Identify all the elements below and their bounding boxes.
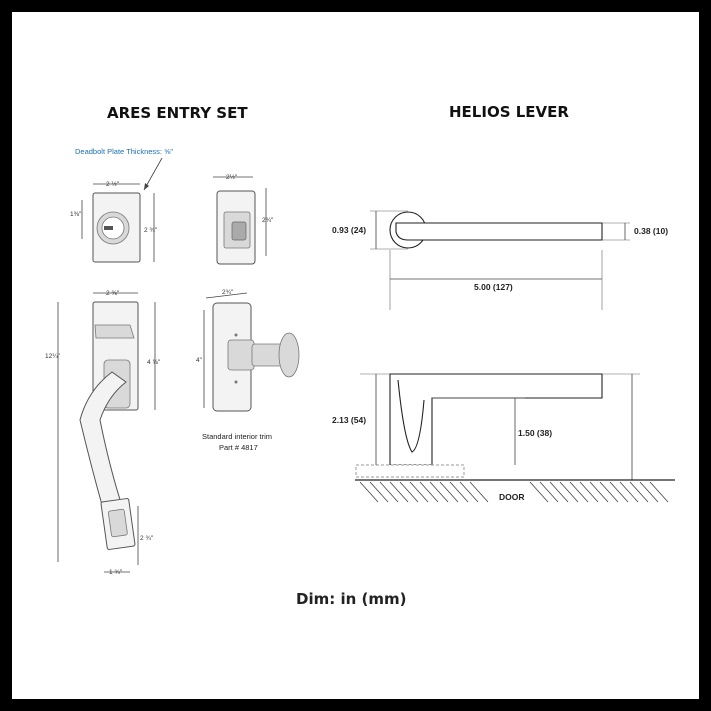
handle-bottom-width-label: 1 ¾": [109, 569, 123, 576]
thickness-extension-lines: [602, 222, 630, 241]
exterior-deadbolt: Deadbolt Plate Thickness: ⅝" 2 ½" 2 ¾" 1…: [70, 147, 173, 263]
upper-plate-height-label: 4 ⅝": [147, 359, 161, 366]
helios-side-view: 2.13 (54) 1.50 (38) DOOR: [332, 373, 675, 503]
plate-note-arrowhead: [144, 183, 149, 190]
keyway-icon: [104, 226, 113, 230]
trim-screw-top: [234, 333, 238, 337]
lower-plate-height-label: 2 ¾": [140, 535, 154, 542]
deadbolt-width-label: 2 ½": [106, 180, 120, 188]
dimension-units-footer: Dim: in (mm): [296, 590, 407, 608]
door-hatch-pattern: [359, 481, 669, 503]
clearance-label: 1.50 (38): [518, 428, 552, 438]
lever-inner-curve: [397, 379, 425, 453]
length-extension-lines: [389, 250, 603, 310]
knob-icon: [278, 332, 300, 378]
thumbturn-icon: [231, 221, 247, 241]
trim-rose: [227, 339, 255, 371]
handle-overall-height-label: 12¼": [45, 353, 61, 360]
handle-top-width-label: 2 ⅜": [106, 290, 120, 297]
lever-length-label: 5.00 (127): [474, 282, 513, 292]
trim-screw-bottom: [234, 380, 238, 384]
interior-deadbolt-height-label: 2¾": [262, 217, 274, 224]
deadbolt-height-label: 2 ¾": [144, 227, 158, 234]
rose-height-label: 0.93 (24): [332, 225, 366, 235]
projection-label: 2.13 (54): [332, 415, 366, 425]
interior-trim-caption: Standard interior trim: [202, 432, 272, 441]
helios-lever-title: HELIOS LEVER: [449, 103, 569, 121]
door-label: DOOR: [499, 492, 525, 502]
interior-trim-height-label: 4": [196, 357, 203, 364]
deadbolt-plate-thickness-note: Deadbolt Plate Thickness: ⅝": [75, 147, 173, 156]
lever-thickness-label: 0.38 (10): [634, 226, 668, 236]
lever-arm-top: [395, 222, 603, 241]
interior-deadbolt: 2½" 2¾": [213, 173, 274, 265]
interior-trim: 2¾" 4" Standard interior trim Part # 481…: [196, 289, 300, 452]
handle-set: 2 ⅜" 12¼" 4 ⅝" 2 ¾" 1 ¾": [45, 290, 161, 576]
helios-top-view: 0.93 (24) 0.38 (10) 5.00 (127): [332, 210, 668, 310]
interior-trim-part-number: Part # 4817: [219, 443, 258, 452]
handle-lower-mount: [107, 508, 128, 538]
interior-trim-width-label: 2¾": [222, 289, 234, 296]
interior-trim-width-dim: [205, 292, 248, 299]
interior-deadbolt-width-label: 2½": [226, 173, 238, 181]
rose-base-dashed: [355, 464, 465, 478]
cylinder-height-label: 1⅜": [70, 211, 82, 218]
ares-entry-set-title: ARES ENTRY SET: [107, 104, 248, 122]
thumbpiece-icon: [94, 324, 135, 339]
